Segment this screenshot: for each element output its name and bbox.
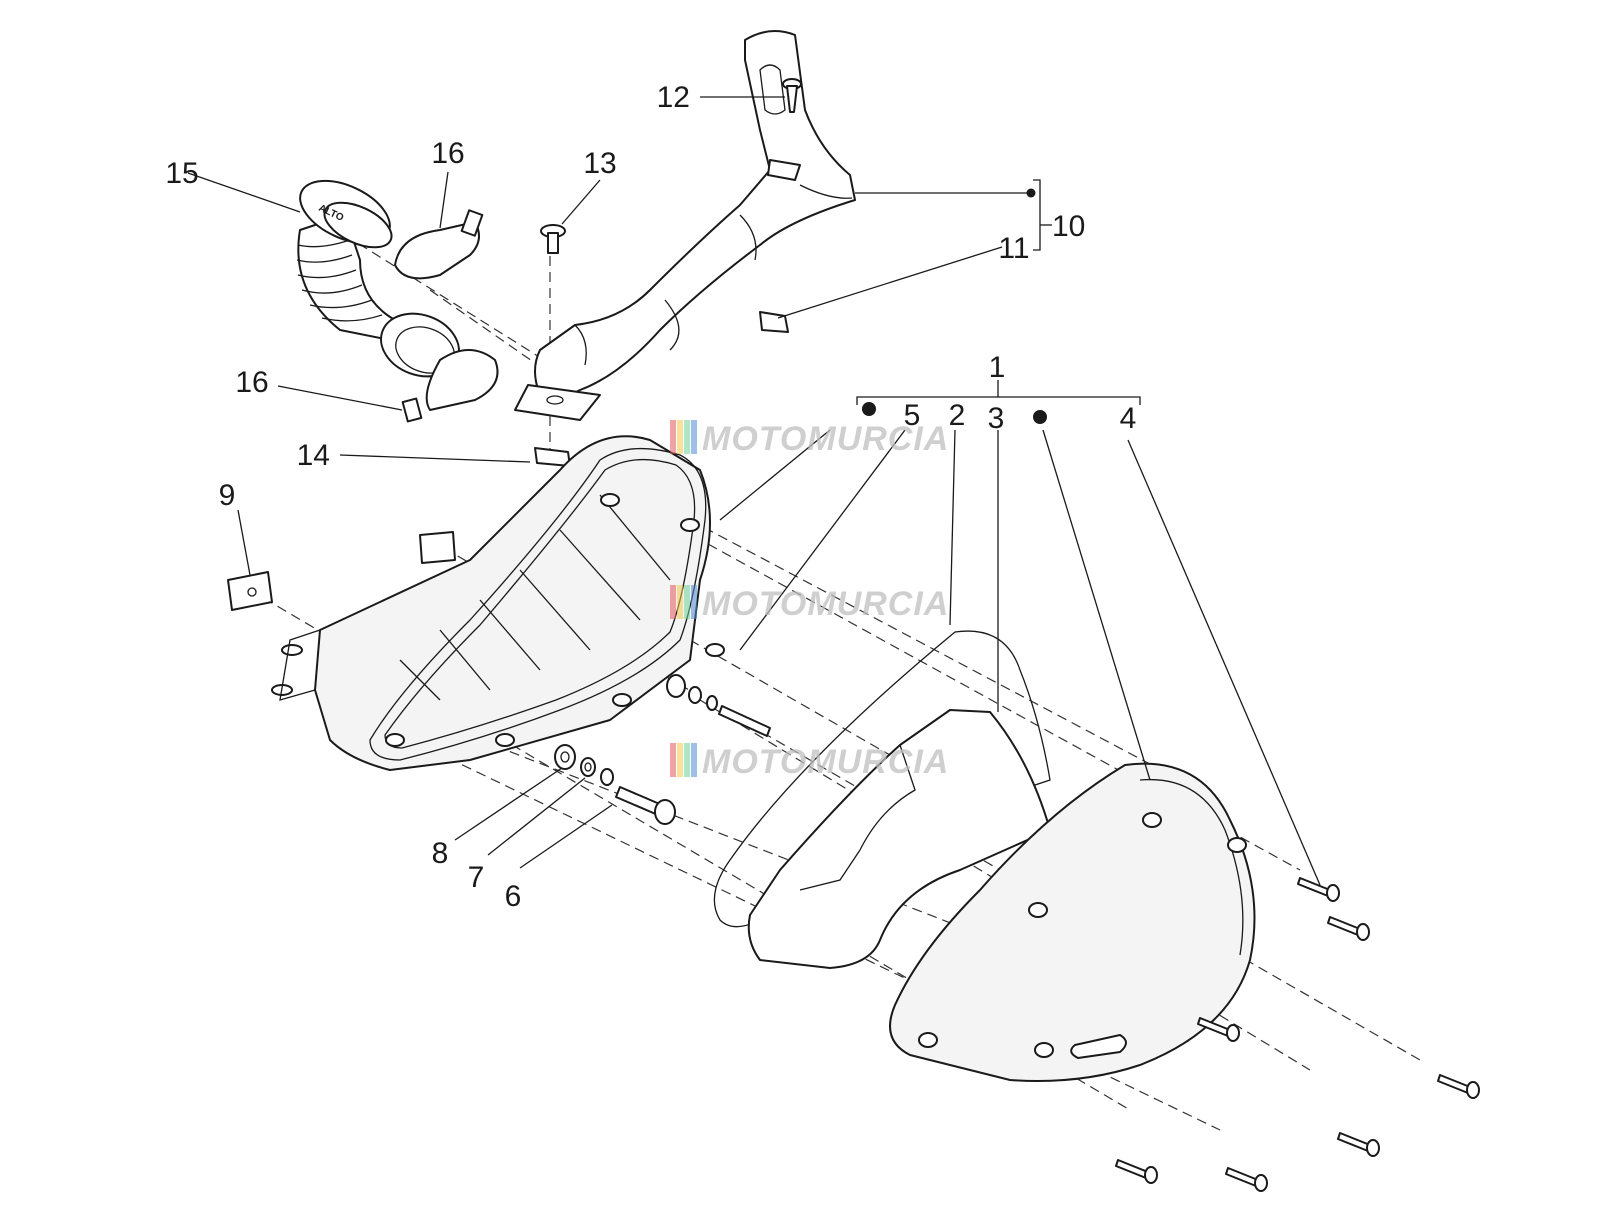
callout-16-upper: 16 bbox=[431, 137, 464, 170]
callout-13: 13 bbox=[583, 147, 616, 180]
screw-part-12 bbox=[782, 78, 802, 113]
callout-9: 9 bbox=[219, 479, 236, 512]
callout-2: 2 bbox=[949, 399, 966, 432]
callout-4: 4 bbox=[1120, 402, 1137, 435]
callout-11: 11 bbox=[998, 232, 1029, 265]
kit-dot-marker-1 bbox=[1033, 410, 1047, 424]
clip-nut-part-9 bbox=[227, 571, 273, 611]
hose-clamp-lower bbox=[401, 349, 499, 423]
kit-dot-marker-5 bbox=[862, 402, 876, 416]
intake-snorkel-duct bbox=[514, 30, 856, 421]
kit-dot-marker-10 bbox=[1026, 188, 1036, 198]
watermark-3: MOTOMURCIA bbox=[670, 743, 949, 781]
washers-upper-set bbox=[666, 674, 771, 737]
airbox-cover-part-4 bbox=[889, 762, 1256, 1082]
watermark-1: MOTOMURCIA bbox=[670, 420, 949, 458]
callout-16-lower: 16 bbox=[235, 366, 268, 399]
callout-7: 7 bbox=[468, 861, 485, 894]
watermark-2: MOTOMURCIA bbox=[670, 585, 949, 623]
clip-nut-part-14 bbox=[534, 447, 571, 467]
callout-labels: 15 16 13 12 10 11 16 14 9 1 5 2 3 4 8 7 … bbox=[165, 81, 1136, 913]
screw-part-13 bbox=[540, 224, 566, 254]
callout-3: 3 bbox=[988, 402, 1005, 435]
clip-nut-upper bbox=[419, 531, 456, 564]
callout-14: 14 bbox=[297, 439, 330, 472]
clip-nut-part-11 bbox=[759, 311, 789, 333]
leader-lines bbox=[187, 96, 1321, 886]
callout-1: 1 bbox=[989, 351, 1006, 384]
callout-10: 10 bbox=[1052, 210, 1085, 243]
cover-screws bbox=[1115, 877, 1480, 1192]
filter-element-part-3 bbox=[747, 709, 1051, 969]
hose-clamp-upper bbox=[394, 209, 484, 280]
bolt-part-6 bbox=[615, 786, 676, 825]
watermark-text-3: MOTOMURCIA bbox=[702, 743, 949, 781]
callout-15: 15 bbox=[165, 157, 198, 190]
air-filter-housing bbox=[271, 435, 725, 771]
callout-5: 5 bbox=[904, 399, 921, 432]
washer-part-7 bbox=[580, 757, 596, 777]
watermark-text-1: MOTOMURCIA bbox=[702, 420, 949, 458]
callout-12: 12 bbox=[657, 81, 690, 114]
callout-8: 8 bbox=[432, 837, 449, 870]
washer-part-7b bbox=[600, 768, 614, 786]
corrugated-intake-hose: ALTO bbox=[296, 179, 460, 378]
washer-part-8 bbox=[554, 744, 576, 770]
callout-6: 6 bbox=[505, 880, 522, 913]
watermark-text-2: MOTOMURCIA bbox=[702, 585, 949, 623]
